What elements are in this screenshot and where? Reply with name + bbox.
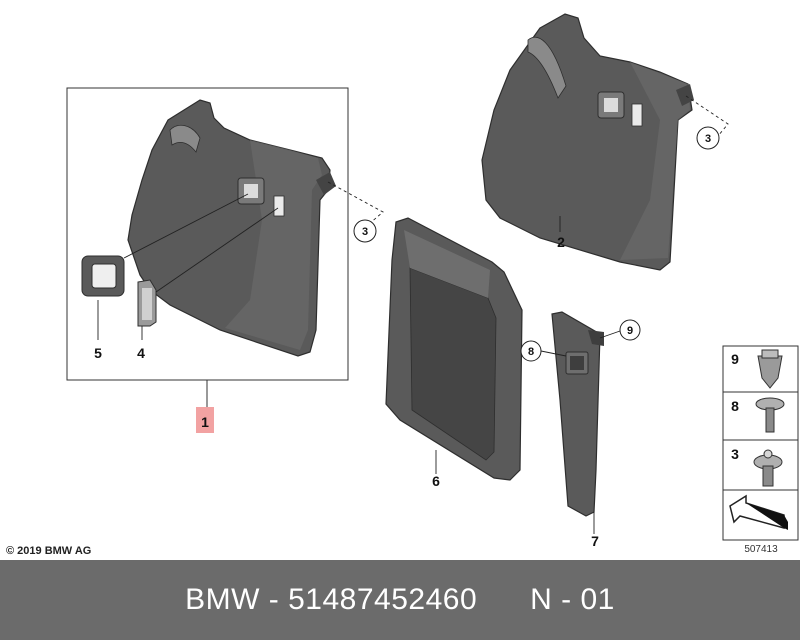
legend-label-3: 3 xyxy=(731,446,739,462)
clip-icon xyxy=(757,349,783,389)
screw-icon xyxy=(755,397,785,433)
legend-label-8: 8 xyxy=(731,398,739,414)
pillar-trim xyxy=(551,311,604,517)
frame-piece xyxy=(81,255,125,297)
callout-1: 1 xyxy=(201,414,209,430)
footer-bar: BMW - 51487452460 N - 01 xyxy=(0,560,800,640)
diagram-reference: 507413 xyxy=(744,544,778,555)
callout-1-highlight: 1 xyxy=(196,407,214,433)
arrow-icon xyxy=(729,494,788,530)
callout-ring-9-label: 9 xyxy=(627,325,633,337)
callout-ring-8: 8 xyxy=(520,340,542,362)
callout-6: 6 xyxy=(432,473,440,489)
parts-diagram: 3 3 8 9 5 4 2 6 7 1 9 8 3 xyxy=(6,13,799,557)
callout-4: 4 xyxy=(137,345,145,361)
legend-label-9: 9 xyxy=(731,351,739,367)
callout-7: 7 xyxy=(591,533,599,549)
callout-ring-8-label: 8 xyxy=(528,346,534,358)
footer-brand: BMW xyxy=(185,583,260,616)
storage-pocket xyxy=(385,217,523,481)
callout-ring-b-label: 3 xyxy=(705,133,711,145)
trim-panel-lower xyxy=(127,99,336,357)
footer-sep-1: - xyxy=(259,583,289,616)
footer-part-number: 51487452460 xyxy=(288,583,478,616)
callout-ring-a: 3 xyxy=(353,219,377,243)
callout-ring-9: 9 xyxy=(619,319,641,341)
copyright: © 2019 BMW AG xyxy=(6,545,91,557)
rivet-icon xyxy=(753,449,783,487)
callout-2: 2 xyxy=(557,234,565,250)
trim-panel-upper xyxy=(481,13,694,271)
footer-page: N - 01 xyxy=(530,583,615,616)
callout-ring-a-label: 3 xyxy=(362,226,368,238)
callout-5: 5 xyxy=(94,345,102,361)
callout-ring-b: 3 xyxy=(696,126,720,150)
legend: 9 8 3 xyxy=(722,345,799,541)
cover-piece xyxy=(137,279,157,327)
